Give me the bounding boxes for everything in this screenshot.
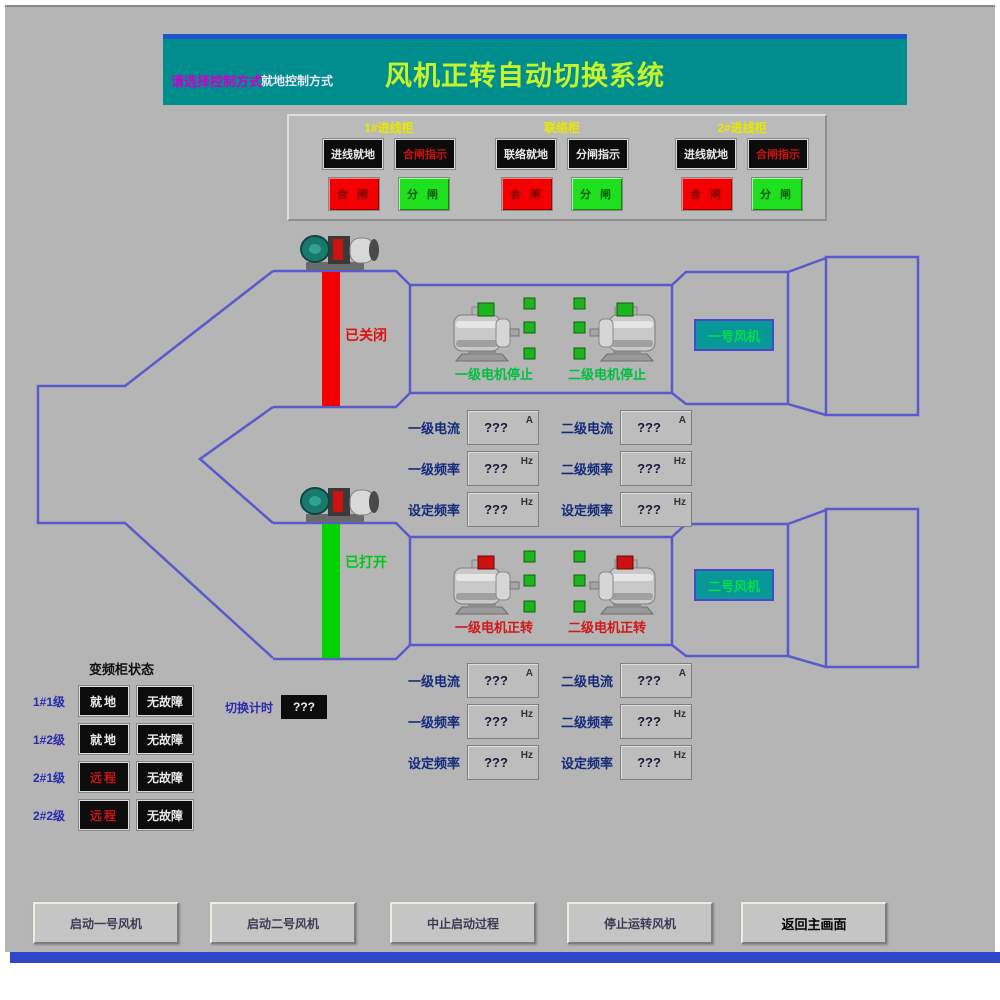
switch-timer-value: ??? xyxy=(281,695,327,719)
vfd-fault-indicator: 无故障 xyxy=(136,799,194,831)
fan2-motor2-status: 二级电机正转 xyxy=(567,620,646,635)
vfd-row: 1#1级 就地 无故障 xyxy=(33,685,194,717)
breaker-group-tie: 联络柜 联络就地 分闸指示 合 闸 分 闸 xyxy=(487,116,637,216)
stop-fan-button[interactable]: 停止运转风机 xyxy=(567,902,713,944)
frequency-readout-field: ???Hz xyxy=(467,451,539,486)
return-main-screen-button[interactable]: 返回主画面 xyxy=(741,902,887,944)
breaker-group-name: 1#进线柜 xyxy=(364,121,414,135)
set-frequency-field: ???Hz xyxy=(620,492,692,527)
vfd-panel-title: 变频柜状态 xyxy=(89,662,155,677)
readout-label: 一级电流 xyxy=(407,421,460,436)
readout-label: 设定频率 xyxy=(560,756,613,771)
readout-label: 二级电流 xyxy=(560,421,613,436)
readout-label: 一级频率 xyxy=(407,462,460,477)
vfd-row-label: 2#1级 xyxy=(33,770,66,785)
valve-1-actuator-icon[interactable] xyxy=(300,235,380,271)
fan1-motor2-status: 二级电机停止 xyxy=(567,367,646,382)
screen-bottom-border xyxy=(10,952,1000,963)
fan-1-label: 一号风机 xyxy=(694,319,774,351)
valve-2-status-text: 已打开 xyxy=(345,554,387,570)
breaker-group-name: 2#进线柜 xyxy=(717,121,767,135)
scada-canvas: 请选择控制方式 就地控制方式 风机正转自动切换系统 1#进线柜 进线就地 合闸指… xyxy=(5,5,1000,963)
tie-local-indicator: 联络就地 xyxy=(495,138,557,170)
close-breaker-button[interactable]: 合 闸 xyxy=(681,177,733,211)
vfd-mode-indicator: 就地 xyxy=(78,723,130,755)
valve-2-bar-open xyxy=(322,524,340,658)
close-breaker-button[interactable]: 合 闸 xyxy=(328,177,380,211)
fan1-stage2-readouts: 二级电流 ???A 二级频率 ???Hz 设定频率 ???Hz xyxy=(555,407,692,530)
fan2-stage2-readouts: 二级电流 ???A 二级频率 ???Hz 设定频率 ???Hz xyxy=(555,660,692,783)
control-mode-button[interactable]: 就地控制方式 xyxy=(261,74,334,88)
vfd-mode-indicator: 远程 xyxy=(78,761,130,793)
vfd-row: 1#2级 就地 无故障 xyxy=(33,723,194,755)
vfd-fault-indicator: 无故障 xyxy=(136,761,194,793)
vfd-fault-indicator: 无故障 xyxy=(136,685,194,717)
switch-timer-label: 切换计时 xyxy=(225,701,274,715)
valve-1-status-text: 已关闭 xyxy=(345,327,387,343)
close-indication-lamp: 合闸指示 xyxy=(394,138,456,170)
vfd-fault-indicator: 无故障 xyxy=(136,723,194,755)
readout-label: 设定频率 xyxy=(407,756,460,771)
vfd-mode-indicator: 就地 xyxy=(78,685,130,717)
status-lights xyxy=(523,297,586,613)
readout-label: 一级电流 xyxy=(407,674,460,689)
fan2-motor1-indicator xyxy=(477,555,495,570)
vfd-mode-indicator: 远程 xyxy=(78,799,130,831)
incoming-local-indicator: 进线就地 xyxy=(675,138,737,170)
duct-outlines xyxy=(36,255,920,669)
frequency-readout-field: ???Hz xyxy=(467,704,539,739)
frequency-readout-field: ???Hz xyxy=(620,704,692,739)
incoming-local-indicator: 进线就地 xyxy=(322,138,384,170)
fan2-stage1-readouts: 一级电流 ???A 一级频率 ???Hz 设定频率 ???Hz xyxy=(402,660,539,783)
header-bar: 请选择控制方式 就地控制方式 风机正转自动切换系统 xyxy=(163,34,907,105)
open-indication-lamp: 分闸指示 xyxy=(567,138,629,170)
valve-2-actuator-icon[interactable] xyxy=(300,487,380,523)
start-fan1-button[interactable]: 启动一号风机 xyxy=(33,902,179,944)
fan-2-label: 二号风机 xyxy=(694,569,774,601)
readout-label: 设定频率 xyxy=(407,503,460,518)
readout-label: 二级电流 xyxy=(560,674,613,689)
fan1-motor2-indicator xyxy=(616,302,634,317)
current-readout-field: ???A xyxy=(620,663,692,698)
breaker-group-name: 联络柜 xyxy=(543,121,580,135)
close-breaker-button[interactable]: 合 闸 xyxy=(501,177,553,211)
frequency-readout-field: ???Hz xyxy=(620,451,692,486)
control-mode-prompt: 请选择控制方式 xyxy=(171,74,263,89)
breaker-panel: 1#进线柜 进线就地 合闸指示 合 闸 分 闸 联络柜 联络就地 分闸指示 合 … xyxy=(287,114,827,221)
readout-label: 设定频率 xyxy=(560,503,613,518)
current-readout-field: ???A xyxy=(620,410,692,445)
page-title: 风机正转自动切换系统 xyxy=(385,61,665,91)
open-breaker-button[interactable]: 分 闸 xyxy=(398,177,450,211)
open-breaker-button[interactable]: 分 闸 xyxy=(571,177,623,211)
close-indication-lamp: 合闸指示 xyxy=(747,138,809,170)
piping-diagram xyxy=(36,235,920,669)
vfd-row-label: 1#2级 xyxy=(33,732,66,747)
fan1-motor1-indicator xyxy=(477,302,495,317)
vfd-row-label: 1#1级 xyxy=(33,694,66,709)
readout-label: 一级频率 xyxy=(407,715,460,730)
vfd-row: 2#2级 远程 无故障 xyxy=(33,799,194,831)
vfd-row-label: 2#2级 xyxy=(33,808,66,823)
breaker-group-1-incoming: 1#进线柜 进线就地 合闸指示 合 闸 分 闸 xyxy=(314,116,464,216)
readout-label: 二级频率 xyxy=(560,462,613,477)
vfd-panel: 1#1级 就地 无故障 1#2级 就地 无故障 2#1级 远程 无故障 2#2级… xyxy=(33,685,194,838)
set-frequency-field: ???Hz xyxy=(467,492,539,527)
fan1-motor1-status: 一级电机停止 xyxy=(454,367,533,382)
open-breaker-button[interactable]: 分 闸 xyxy=(751,177,803,211)
set-frequency-field: ???Hz xyxy=(620,745,692,780)
readout-label: 二级频率 xyxy=(560,715,613,730)
abort-startup-button[interactable]: 中止启动过程 xyxy=(390,902,536,944)
fan2-motor2-indicator xyxy=(616,555,634,570)
valve-1-bar-closed xyxy=(322,272,340,406)
fan1-stage1-readouts: 一级电流 ???A 一级频率 ???Hz 设定频率 ???Hz xyxy=(402,407,539,530)
fan2-motor1-status: 一级电机正转 xyxy=(454,620,533,635)
current-readout-field: ???A xyxy=(467,663,539,698)
set-frequency-field: ???Hz xyxy=(467,745,539,780)
start-fan2-button[interactable]: 启动二号风机 xyxy=(210,902,356,944)
breaker-group-2-incoming: 2#进线柜 进线就地 合闸指示 合 闸 分 闸 xyxy=(667,116,817,216)
current-readout-field: ???A xyxy=(467,410,539,445)
vfd-row: 2#1级 远程 无故障 xyxy=(33,761,194,793)
